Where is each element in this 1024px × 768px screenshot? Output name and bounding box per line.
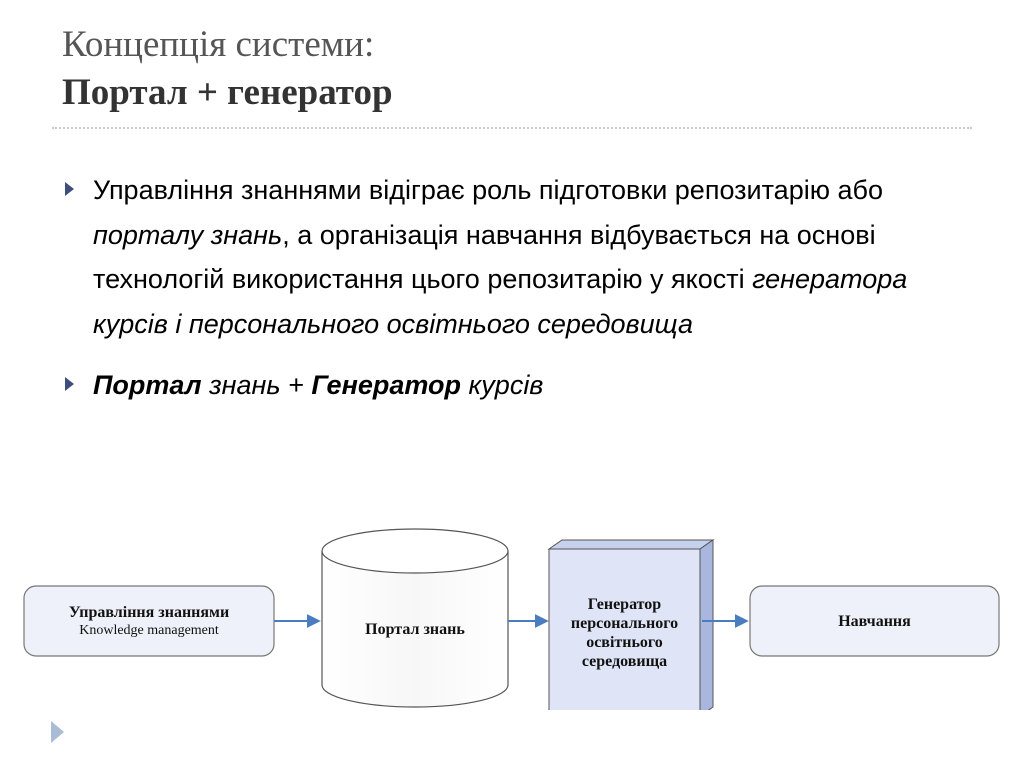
bullet-1-part-3: , а організація навчання відбувається на… — [93, 219, 876, 295]
bullet-1-part-4: генератора курсів і персонального освітн… — [93, 264, 908, 339]
portal-cylinder — [321, 528, 509, 708]
bullet-item-2: Портал знань + Генератор курсів — [62, 363, 962, 408]
concept-diagram: Управління знаннями Knowledge management… — [0, 520, 1024, 710]
bullet-1-part-2: порталу знань — [93, 219, 283, 250]
title-line-1: Концепція системи: — [62, 24, 375, 65]
bullet-2-part-2: знань + — [201, 370, 312, 400]
generator-line-4: середовища — [581, 652, 668, 670]
bullet-list: Управління знаннями відіграє роль підгот… — [62, 168, 962, 408]
learning-box-label: Навчання — [838, 612, 911, 630]
next-slide-icon[interactable] — [51, 721, 64, 743]
bullet-1-part-1: Управління знаннями відіграє роль підгот… — [93, 175, 883, 205]
title-divider — [52, 127, 972, 129]
portal-label-text: Портал знань — [365, 620, 465, 638]
bullet-item-1: Управління знаннями відіграє роль підгот… — [62, 168, 962, 346]
generator-line-3: освітнього — [586, 633, 663, 651]
learning-box-shape — [749, 585, 1000, 657]
km-box: Управління знаннями Knowledge management — [24, 586, 274, 656]
generator-cube — [547, 539, 715, 710]
km-box-title: Управління знаннями — [68, 604, 230, 621]
diagram-shapes — [23, 528, 1000, 710]
bullet-2-part-1: Портал — [93, 370, 202, 400]
slide-title: Концепція системи: Портал + генератор — [62, 22, 393, 118]
generator-label: Генератор персонального освітнього серед… — [549, 549, 700, 716]
generator-line-1: Генератор — [587, 595, 662, 613]
bullet-2-part-4: курсів — [461, 370, 544, 400]
triangle-right-icon — [65, 377, 74, 391]
learning-box: Навчання — [750, 586, 999, 656]
title-line-2: Портал + генератор — [62, 72, 393, 113]
portal-label: Портал знань — [322, 573, 508, 685]
km-box-subtitle: Knowledge management — [79, 623, 219, 638]
triangle-right-icon — [65, 182, 74, 196]
bullet-2-part-3: Генератор — [311, 370, 462, 400]
generator-line-2: персонального — [570, 614, 679, 632]
